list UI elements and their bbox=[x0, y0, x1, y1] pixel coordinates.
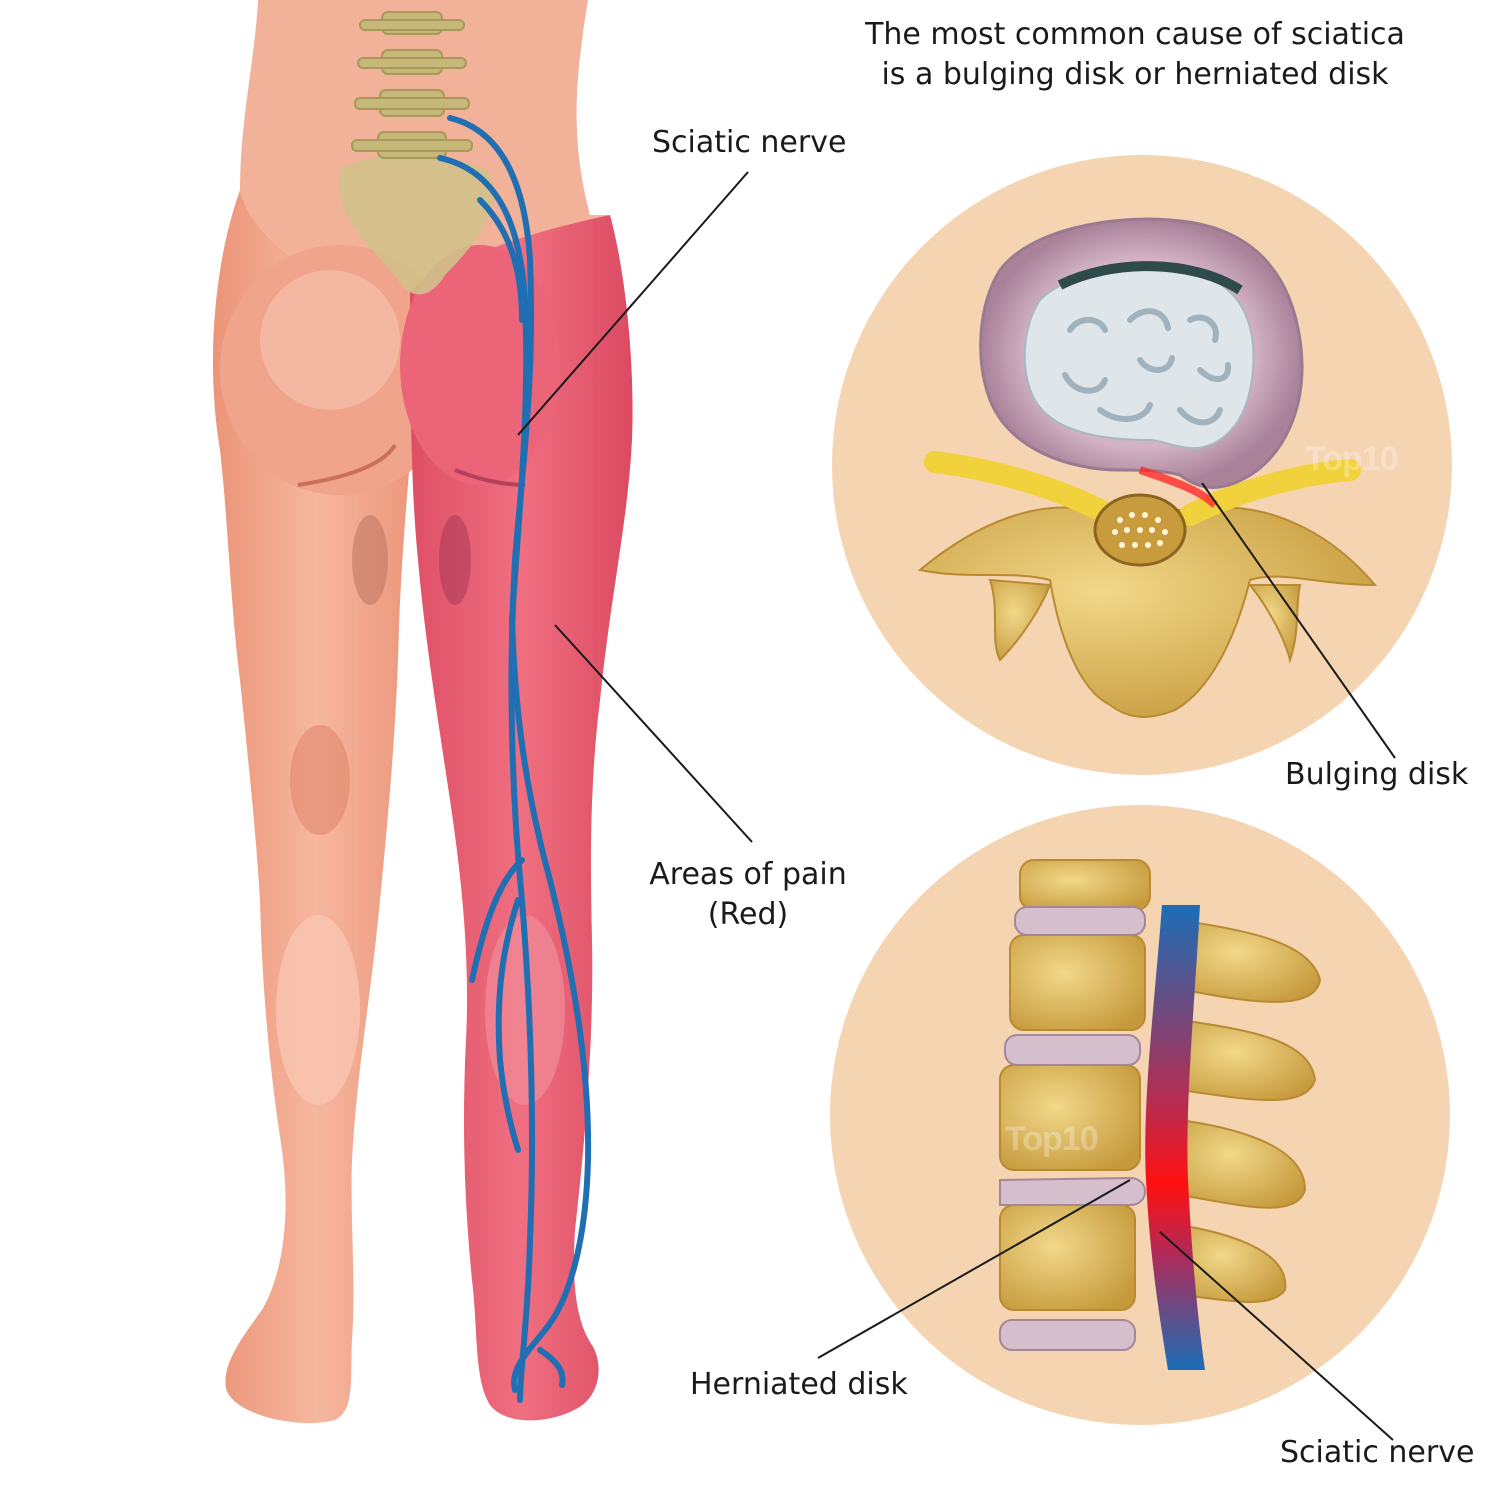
label-sciatic-nerve-bottom: Sciatic nerve bbox=[1280, 1435, 1475, 1470]
leader-areas-of-pain bbox=[554, 624, 753, 843]
leader-herniated-disk bbox=[817, 1179, 1131, 1359]
vertebral-bodies bbox=[999, 859, 1151, 1311]
right-leg-pain-area bbox=[410, 215, 633, 1421]
nucleus-texture bbox=[1062, 308, 1232, 426]
spinal-cord-texture bbox=[1112, 512, 1168, 548]
left-calf-highlight bbox=[276, 915, 360, 1105]
right-thigh-shade bbox=[439, 515, 471, 605]
sacrum bbox=[338, 155, 494, 295]
disk-nucleus-dark-rim bbox=[1057, 261, 1243, 295]
title-block: The most common cause of sciatica is a b… bbox=[860, 15, 1410, 95]
label-areas-of-pain-line1: Areas of pain bbox=[649, 857, 847, 892]
herniated-disk-shape bbox=[999, 1176, 1146, 1206]
leader-bulging-disk bbox=[1201, 482, 1396, 759]
ligament-band bbox=[924, 451, 1361, 526]
left-buttock-highlight bbox=[260, 270, 400, 410]
watermark-bottom: Top10 bbox=[1005, 1120, 1099, 1158]
sciatic-nerve-root bbox=[1145, 905, 1205, 1370]
inset-herniated-disk bbox=[830, 805, 1450, 1425]
left-gluteal-fold bbox=[297, 443, 397, 487]
body-figure bbox=[212, 0, 633, 1424]
leader-sciatic-nerve-bottom bbox=[1159, 1231, 1394, 1441]
leader-lines bbox=[517, 171, 1396, 1441]
left-knee-shade bbox=[290, 725, 350, 835]
watermark-top: Top10 bbox=[1305, 440, 1399, 478]
label-bulging-disk: Bulging disk bbox=[1285, 757, 1469, 792]
intervertebral-disks bbox=[999, 906, 1146, 1351]
label-herniated-disk: Herniated disk bbox=[690, 1367, 908, 1402]
title-line-2: is a bulging disk or herniated disk bbox=[881, 57, 1389, 92]
label-sciatic-nerve-top: Sciatic nerve bbox=[652, 125, 847, 160]
leader-sciatic-nerve-top bbox=[517, 171, 749, 436]
title-line-1: The most common cause of sciatica bbox=[865, 17, 1405, 52]
label-areas-of-pain: Areas of pain (Red) bbox=[628, 855, 868, 935]
label-areas-of-pain-line2: (Red) bbox=[707, 897, 789, 932]
lumbar-vertebrae bbox=[351, 11, 473, 159]
sciatic-nerve-branches bbox=[437, 115, 592, 1403]
bulge-inflamed bbox=[1138, 466, 1218, 508]
vertebra-lower-left bbox=[988, 578, 1052, 662]
spinous-processes bbox=[1178, 918, 1322, 1303]
left-thigh-shade bbox=[352, 515, 388, 605]
